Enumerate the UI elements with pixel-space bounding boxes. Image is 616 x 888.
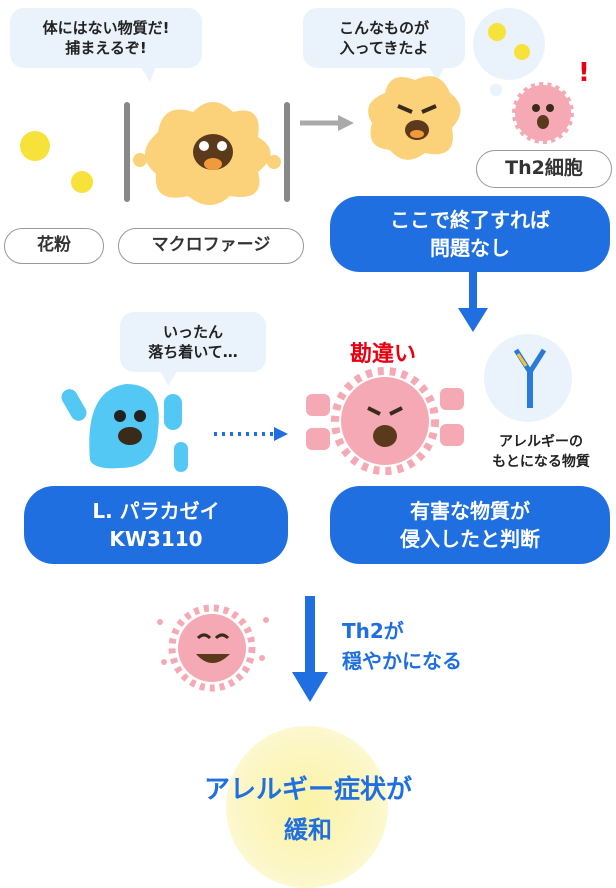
result-line: アレルギー症状が — [203, 775, 412, 805]
arrow-down-icon — [458, 272, 488, 332]
lactobacillus-name-line: KW3110 — [109, 527, 203, 551]
label-th2: Th2細胞 — [476, 150, 612, 188]
result-text: アレルギー症状が 緩和 — [150, 770, 466, 850]
th2-calm-text: Th2が 穏やかになる — [342, 616, 462, 676]
result-line: 緩和 — [284, 816, 332, 844]
caption-line: アレルギーの — [499, 434, 583, 450]
lactobacillus-name-line: L. パラカゼイ — [92, 499, 220, 523]
th2-speech-bubble: こんなものが 入ってきたよ — [303, 8, 465, 82]
label-pollen: 花粉 — [4, 228, 104, 264]
arrow-right-icon — [300, 115, 354, 131]
angry-th2-character — [306, 367, 464, 475]
arrow-down-icon — [292, 596, 328, 702]
bubble-line: 落ち着いて… — [148, 343, 238, 361]
label-macrophage: マクロファージ — [118, 228, 304, 264]
lactobacillus-speech-bubble: いったん 落ち着いて… — [120, 312, 266, 386]
end-here-box: ここで終了すれば 問題なし — [330, 196, 610, 272]
angry-macrophage-character — [368, 76, 461, 160]
misjudge-label: 勘違い — [350, 342, 417, 367]
bubble-line: いったん — [162, 323, 223, 341]
macrophage-speech-bubble: 体にはない物質だ! 捕まえるぞ! — [10, 8, 202, 82]
calm-th2-character — [157, 604, 269, 692]
exclamation-mark: ! — [578, 58, 590, 88]
knife-icon — [118, 92, 128, 102]
macrophage-character — [124, 102, 290, 205]
lactobacillus-character — [61, 384, 188, 472]
end-here-line: 問題なし — [430, 236, 510, 260]
harmful-substance-line: 侵入したと判断 — [400, 527, 540, 551]
dotted-arrow-icon — [214, 427, 288, 441]
bubble-line: 入ってきたよ — [339, 39, 429, 57]
antibody-caption: アレルギーの もとになる物質 — [466, 432, 616, 472]
result-glow — [226, 726, 388, 888]
th2-calm-line: Th2が — [342, 619, 404, 643]
th2-surprised-character — [512, 82, 574, 144]
bubble-line: 捕まえるぞ! — [65, 39, 147, 57]
antibody-icon — [513, 348, 547, 408]
harmful-substance-line: 有害な物質が — [410, 499, 530, 523]
th2-calm-line: 穏やかになる — [342, 649, 462, 673]
thought-dot — [490, 84, 502, 96]
lactobacillus-name-box: L. パラカゼイ KW3110 — [24, 486, 288, 564]
end-here-line: ここで終了すれば — [390, 208, 550, 232]
harmful-substance-box: 有害な物質が 侵入したと判断 — [330, 486, 610, 564]
fork-icon — [280, 92, 290, 102]
pollen-thought-bubble — [473, 8, 545, 80]
caption-line: もとになる物質 — [492, 454, 590, 470]
bubble-line: 体にはない物質だ! — [42, 19, 170, 37]
bubble-line: こんなものが — [338, 19, 429, 37]
